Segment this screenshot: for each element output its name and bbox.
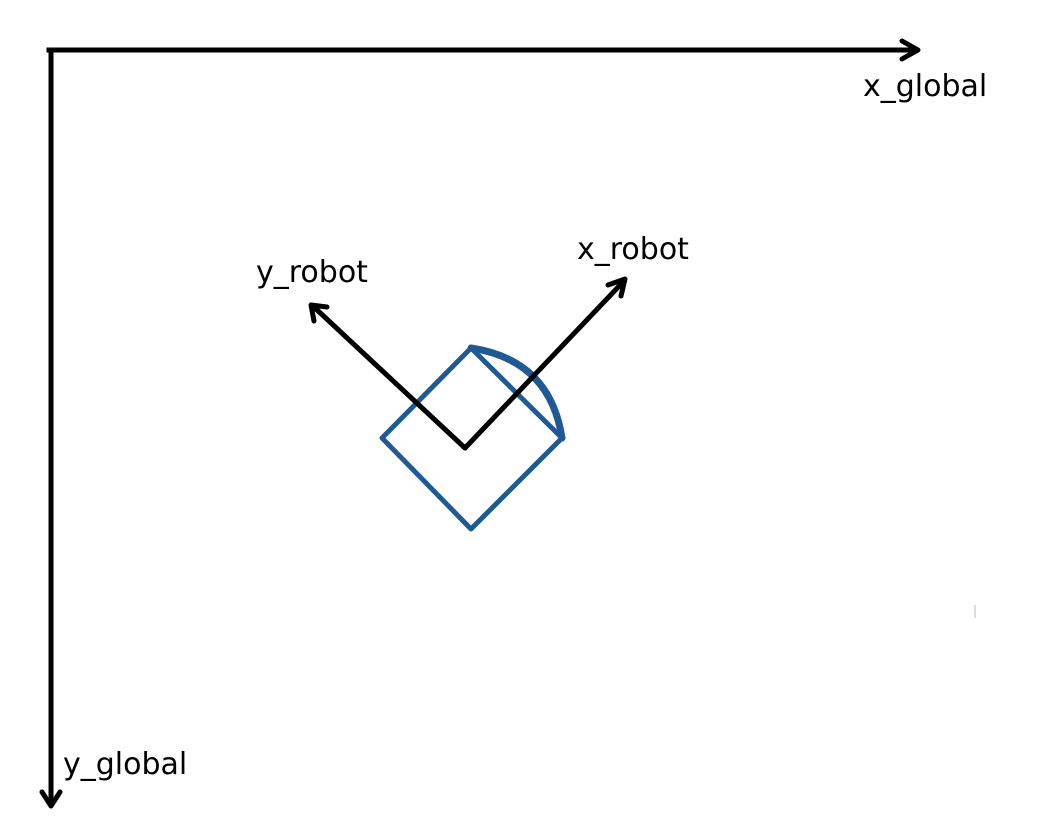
x-global-label: x_global xyxy=(863,69,988,104)
x-global-arrowhead xyxy=(899,38,921,62)
global-frame xyxy=(39,38,921,809)
y-robot-axis xyxy=(312,305,468,451)
y-global-arrowhead xyxy=(39,789,63,809)
x-robot-label: x_robot xyxy=(577,232,689,267)
robot-square xyxy=(379,345,565,532)
y-robot-arrowhead xyxy=(308,302,330,324)
robot-frame xyxy=(308,276,628,451)
x-robot-arrowhead xyxy=(605,276,628,299)
y-global-label: y_global xyxy=(63,747,188,782)
x-robot-axis xyxy=(462,279,626,451)
y-robot-label: y_robot xyxy=(256,255,368,290)
